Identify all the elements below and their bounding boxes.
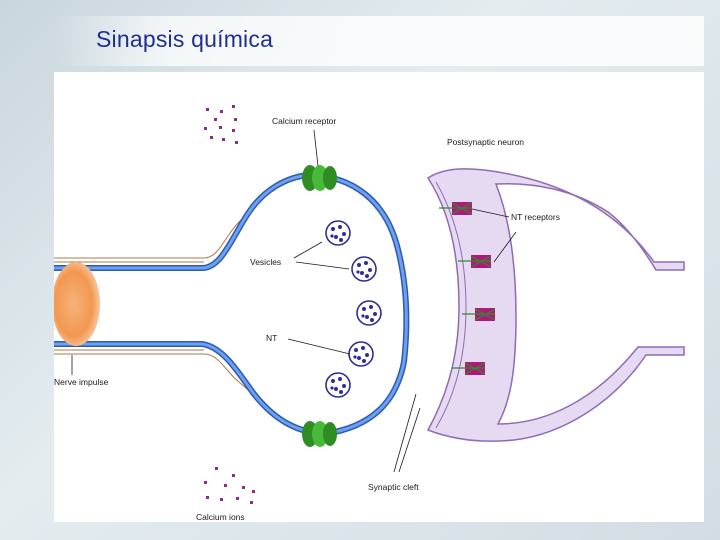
label-vesicles: Vesicles: [250, 257, 281, 267]
label-nt-receptors: NT receptors: [511, 212, 560, 222]
leader-vesicles: [293, 241, 323, 259]
calcium-channel-top: [302, 165, 337, 191]
leader-synaptic-cleft-2: [398, 407, 421, 473]
leader-nt-receptors: [471, 208, 510, 218]
vesicle-3: [356, 300, 382, 326]
vesicle-5: [325, 372, 351, 398]
vesicle-2: [351, 256, 377, 282]
label-nerve-impulse: Nerve impulse: [54, 377, 109, 387]
nt-receptor-4: [452, 362, 486, 375]
vesicle-1: [325, 220, 351, 246]
nt-receptor-3: [462, 308, 496, 321]
label-postsynaptic-neuron: Postsynaptic neuron: [447, 137, 524, 147]
synapse-diagram: Calcium receptor Postsynaptic neuron NT …: [54, 105, 685, 522]
nerve-impulse-blob: [54, 262, 100, 346]
leader-synaptic-cleft: [393, 393, 417, 473]
nt-receptor-1: [439, 202, 473, 215]
calcium-channel-bottom: [302, 421, 337, 447]
leader-nt: [287, 338, 351, 355]
leader-lines: [71, 129, 517, 473]
presynaptic-membrane-highlight: [54, 173, 408, 436]
label-calcium-receptor: Calcium receptor: [272, 116, 336, 126]
nt-receptor-2: [458, 255, 492, 268]
label-calcium-ions: Calcium ions: [196, 512, 245, 522]
leader-vesicles-2: [295, 261, 350, 270]
leader-calcium-receptor: [313, 129, 319, 167]
slide-title: Sinapsis química: [96, 26, 274, 52]
leader-nt-receptors-2: [493, 231, 517, 263]
calcium-ions-top: [204, 105, 238, 144]
label-nt: NT: [266, 333, 277, 343]
calcium-ions-bottom: [204, 467, 255, 504]
presynaptic-terminal: [54, 175, 407, 434]
title-bar: [54, 16, 704, 66]
label-synaptic-cleft: Synaptic cleft: [368, 482, 419, 492]
diagram-panel: Calcium receptor Postsynaptic neuron NT …: [54, 72, 704, 522]
postsynaptic-inner-edge: [435, 181, 467, 429]
vesicle-4: [348, 341, 374, 367]
postsynaptic-neuron: [426, 168, 685, 442]
